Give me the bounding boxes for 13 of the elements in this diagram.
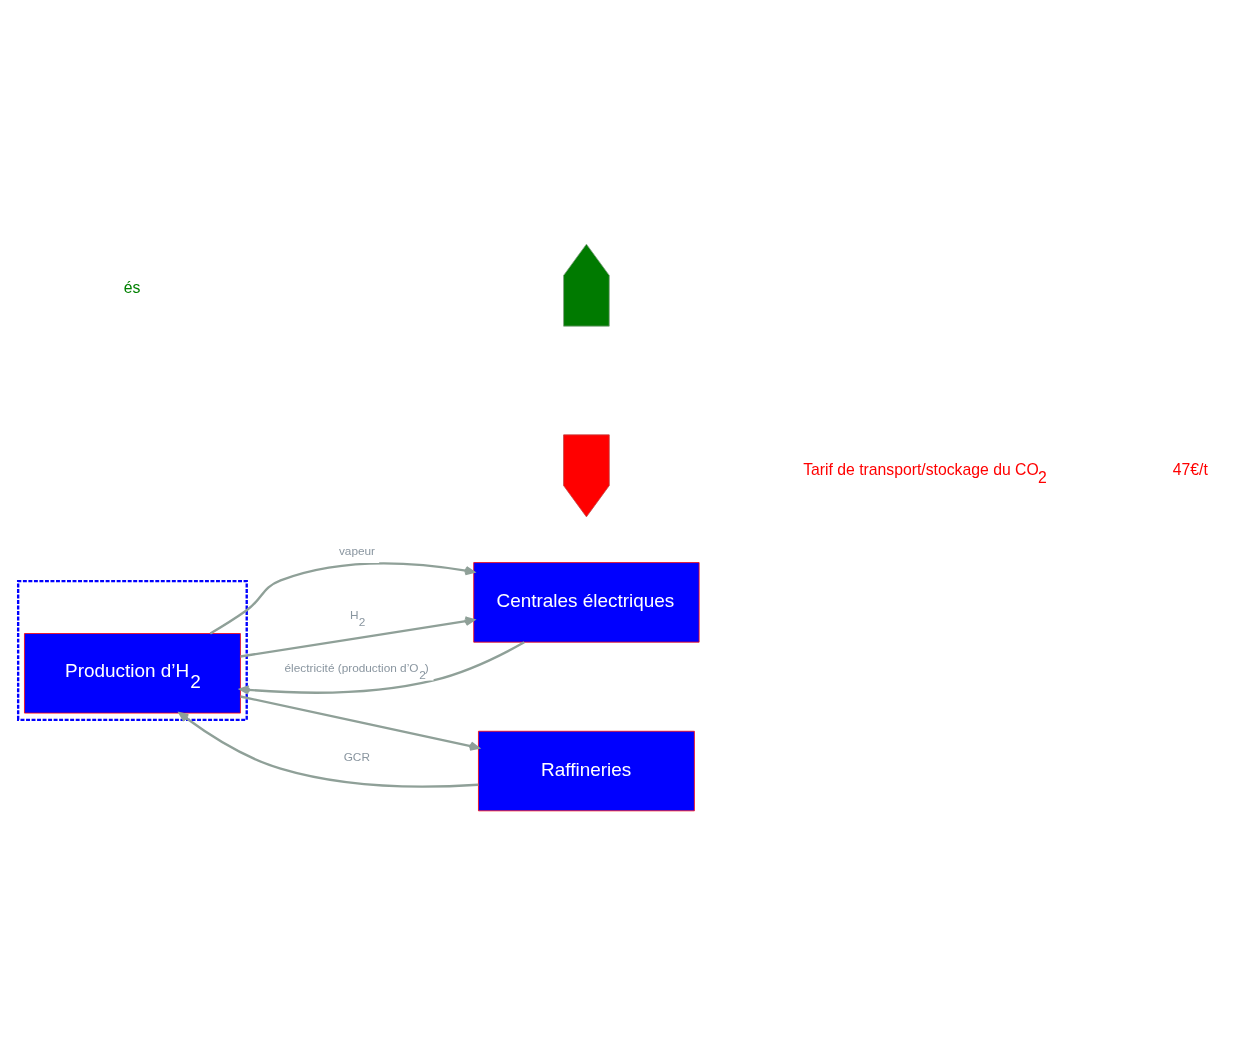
- arrow: [209, 561, 475, 634]
- node-arrow: [563, 243, 610, 327]
- node-box: Centrales électriques: [473, 561, 700, 643]
- arrow: [240, 694, 480, 751]
- edge-label: GCR: [343, 749, 370, 764]
- arrow: [240, 615, 475, 658]
- node-box: Raffineries: [478, 730, 695, 811]
- arrow: [178, 711, 479, 788]
- edge-label: vapeur: [338, 543, 376, 558]
- label: és: [123, 278, 141, 296]
- label: 47€/t: [1172, 460, 1208, 478]
- node-arrow: [563, 433, 610, 517]
- arrow: [239, 640, 525, 695]
